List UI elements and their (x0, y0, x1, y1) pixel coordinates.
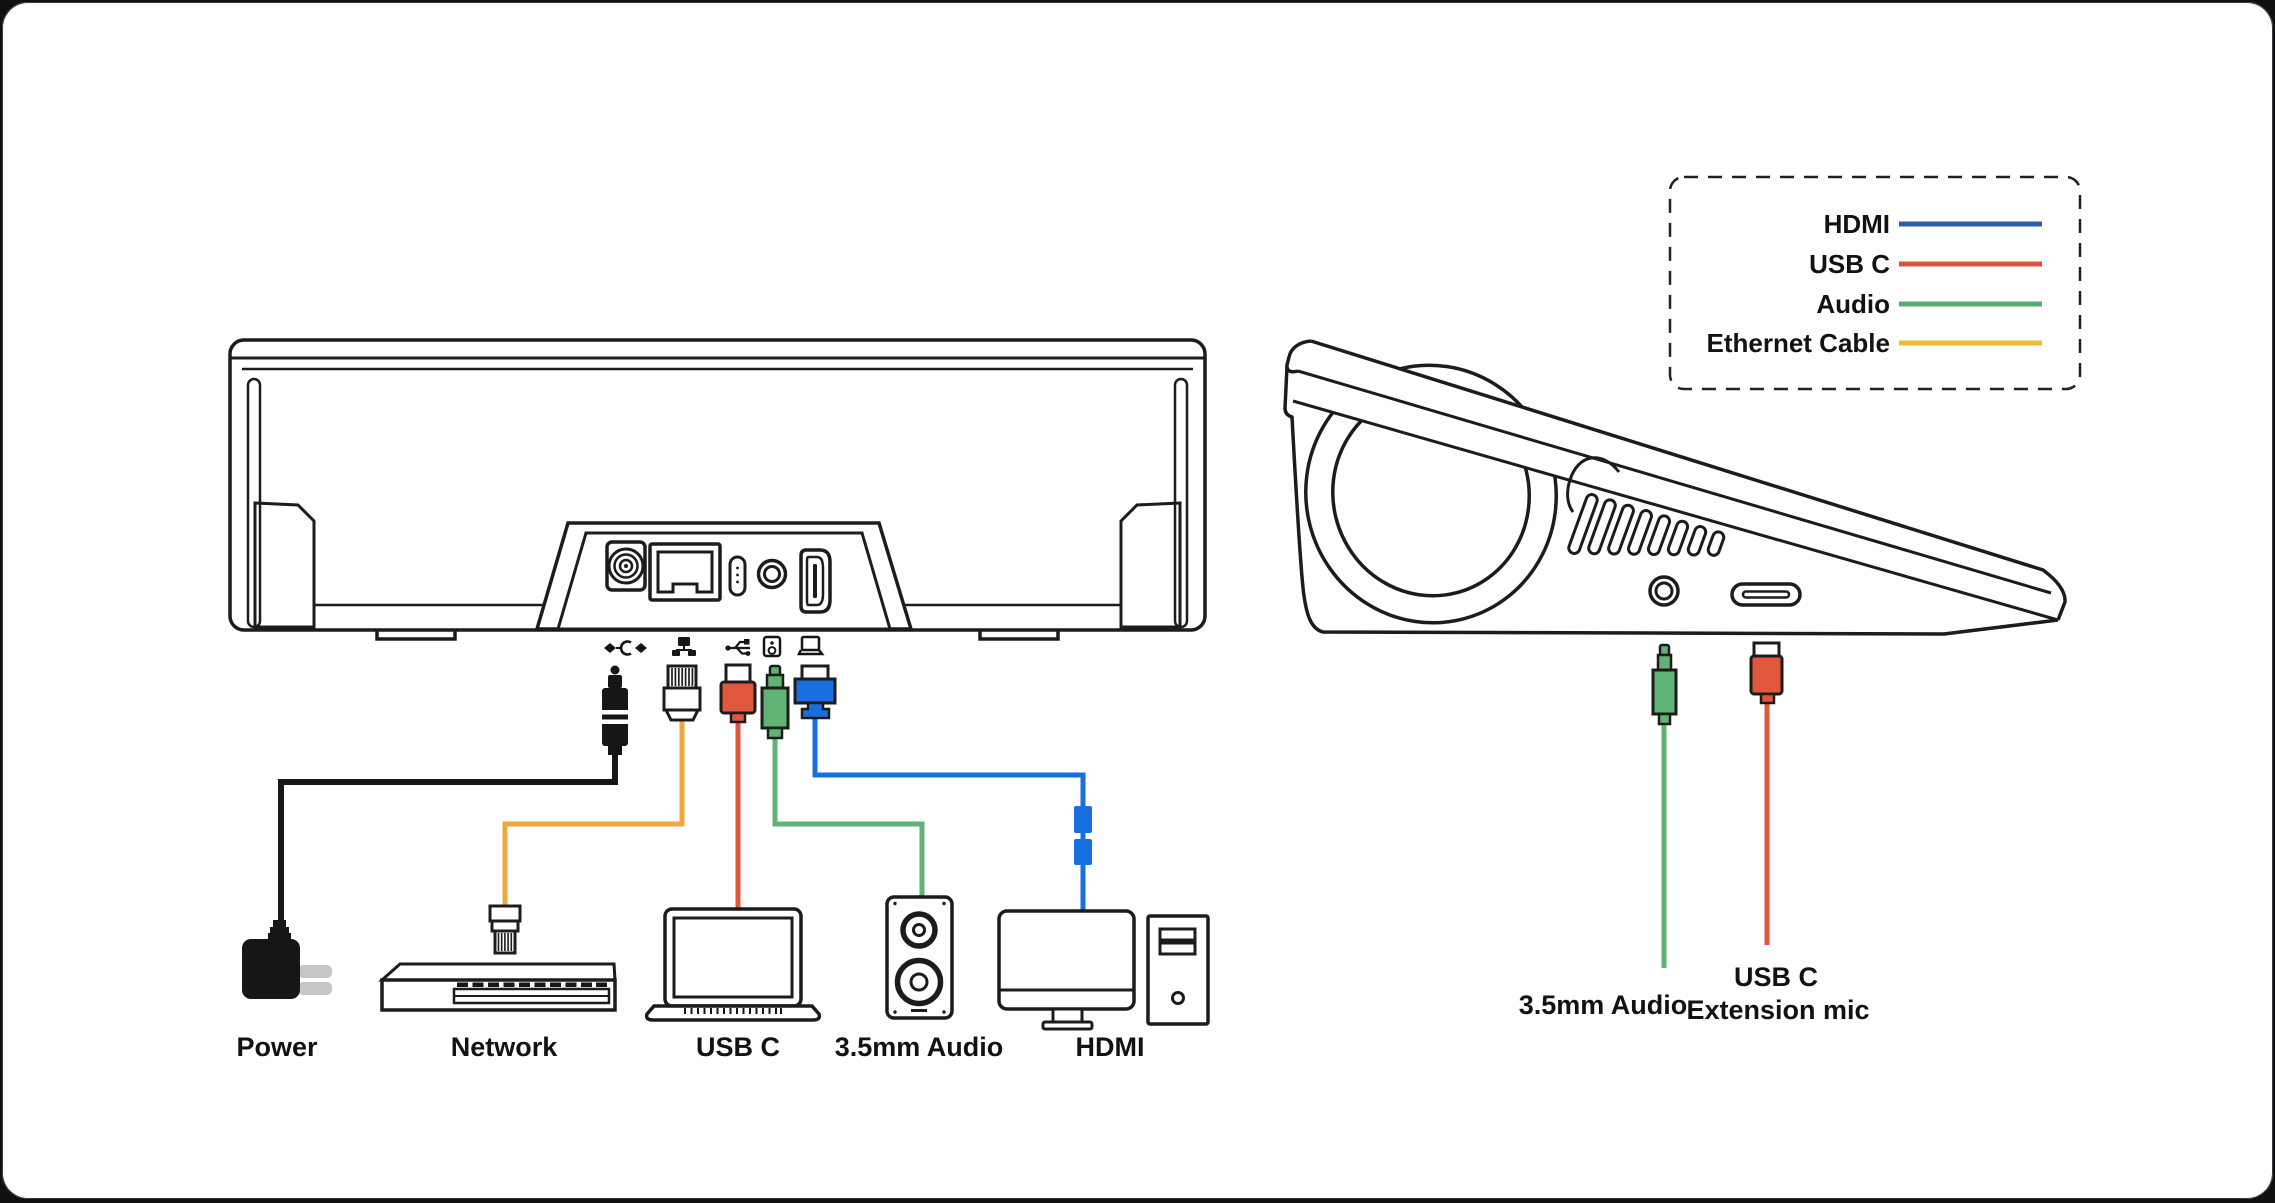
side-face-curl (1566, 456, 1621, 513)
port-icons (604, 635, 825, 658)
device-side-view: 3.5mm Audio USB C Extension mic (1283, 339, 2067, 1025)
legend-item-audio: Audio (1816, 289, 2042, 319)
network-label: Network (451, 1032, 559, 1062)
hdmi-cable-coupler (1074, 839, 1092, 865)
right-stand-pillar (1119, 501, 1182, 629)
side-top-bar (1293, 341, 2066, 620)
hdmi-cable-coupler (1074, 806, 1092, 833)
monitor (997, 909, 1136, 1031)
side-usbc-port (1730, 582, 1802, 607)
ethernet-port (648, 542, 722, 602)
legend-item-usbc: USB C (1809, 249, 2042, 279)
legend-box (1668, 175, 2082, 391)
speaker (885, 895, 954, 1020)
side-top-bar-edge2 (1297, 369, 2052, 595)
endpoint-labels: Power Network USB C 3.5mm Audio HDMI (236, 1032, 1144, 1062)
audio-cable (772, 738, 925, 898)
network-switch (378, 904, 617, 1012)
laptop (644, 907, 822, 1022)
hdmi-connector (793, 664, 1092, 865)
legend-label-hdmi: HDMI (1824, 209, 1890, 239)
rj45-plug (488, 904, 522, 955)
hdmi-label: HDMI (1076, 1032, 1145, 1062)
pc-tower (1146, 914, 1210, 1026)
side-audio-label: 3.5mm Audio (1519, 990, 1688, 1020)
power-label: Power (236, 1032, 318, 1062)
legend-label-usbc: USB C (1809, 249, 1890, 279)
left-foot (375, 630, 457, 641)
network-icon (672, 637, 696, 656)
side-audio-connector (1651, 643, 1678, 726)
side-top-bar-edge1 (1310, 339, 2067, 621)
power-cable (278, 754, 618, 920)
port-panel (534, 521, 914, 631)
endpoint-devices (242, 895, 1210, 1031)
hdmi-port (799, 548, 832, 614)
laptop-keyboard (684, 1008, 782, 1014)
display-icon (796, 635, 825, 656)
usb-icon (725, 639, 751, 656)
dc-power-icon (604, 640, 647, 656)
hdmi-cable (812, 718, 1086, 910)
side-audio-port (1648, 575, 1680, 607)
ethernet-connector (662, 664, 702, 722)
legend-label-ethernet: Ethernet Cable (1707, 328, 1891, 358)
side-vents (1567, 493, 1726, 557)
ethernet-cable (502, 719, 685, 906)
side-usbc-label-line2: Extension mic (1686, 995, 1869, 1025)
audio-connector (760, 664, 790, 740)
usbc-label: USB C (696, 1032, 780, 1062)
device-back-view (228, 338, 1207, 658)
right-foot (978, 630, 1060, 641)
power-adapter (242, 920, 332, 999)
speaker-icon (762, 635, 782, 658)
side-usbc-connector (1749, 641, 1784, 705)
legend-item-ethernet: Ethernet Cable (1707, 328, 2042, 358)
side-usbc-label-line1: USB C (1734, 962, 1818, 992)
side-top-bar-edge3 (1292, 399, 2059, 622)
usbc-connector (719, 663, 757, 724)
usbc-port (728, 555, 747, 597)
side-body-outline (1283, 366, 2059, 636)
side-nose (1285, 339, 1312, 374)
audio-label: 3.5mm Audio (835, 1032, 1004, 1062)
dc-power-port (605, 540, 647, 592)
legend: HDMI USB C Audio Ethernet Cable (1668, 175, 2082, 391)
legend-label-audio: Audio (1816, 289, 1890, 319)
cables-back-view (278, 663, 1092, 920)
switch-vents (457, 982, 607, 987)
power-connector (602, 665, 628, 755)
audio-port (756, 558, 788, 590)
left-stand-pillar (253, 501, 316, 629)
legend-item-hdmi: HDMI (1824, 209, 2042, 239)
